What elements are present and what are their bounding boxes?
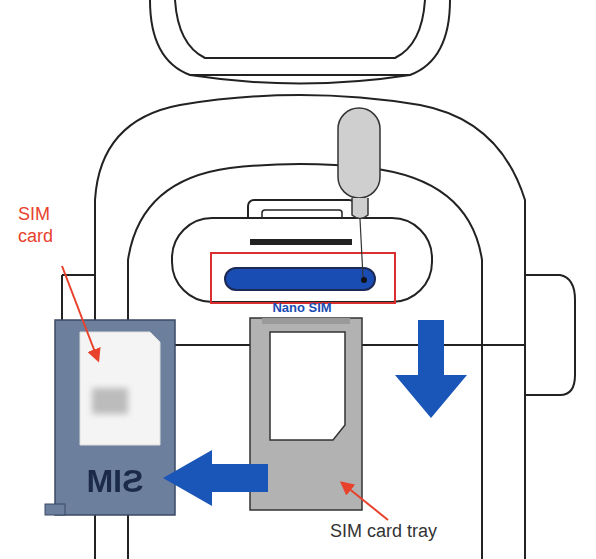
- tray-marking: SIM: [62, 462, 168, 500]
- eject-pin: [338, 108, 380, 277]
- sim-slot: [225, 268, 375, 290]
- left-arrow: [163, 450, 268, 506]
- down-arrow: [395, 320, 467, 418]
- sim-tray-with-card: [45, 320, 175, 515]
- sim-slot-housing: [172, 200, 432, 303]
- leader-line: [62, 266, 98, 360]
- highlight-box: [211, 253, 395, 303]
- leader-line: [342, 483, 388, 520]
- slot-label: Nano SIM: [246, 300, 358, 316]
- callout-label: SIM card tray: [330, 521, 490, 543]
- device-top: [150, 0, 450, 84]
- callout-label: SIM card: [18, 204, 70, 247]
